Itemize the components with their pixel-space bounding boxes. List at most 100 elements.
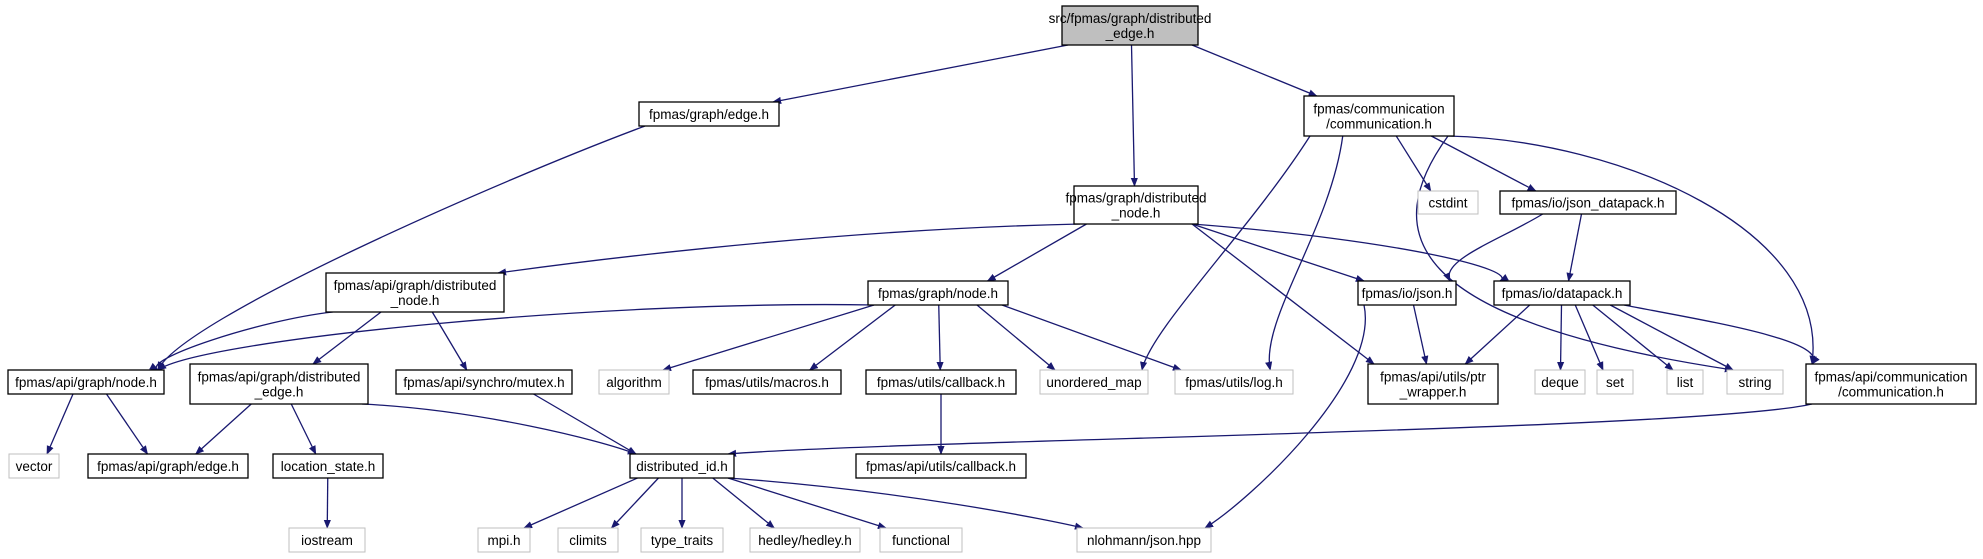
- node-cstdint: cstdint: [1417, 190, 1479, 215]
- node-utils_log: fpmas/utils/log.h: [1174, 369, 1294, 395]
- node-climits: climits: [557, 527, 619, 553]
- node-box: [288, 527, 366, 553]
- node-label: fpmas/api/utils/callback.h: [866, 459, 1016, 474]
- edge-graph_node-to-macros: [809, 304, 896, 371]
- node-box: [638, 101, 780, 127]
- node-comm[interactable]: fpmas/communication/communication.h: [1303, 95, 1455, 137]
- node-box: [8, 453, 60, 479]
- node-functional: functional: [879, 527, 963, 553]
- node-api_edge[interactable]: fpmas/api/graph/edge.h: [87, 453, 249, 479]
- edge-graph_node-to-utils_callback: [936, 304, 944, 371]
- node-box: [1493, 280, 1631, 306]
- node-api_comm[interactable]: fpmas/api/communication/communication.h: [1805, 363, 1977, 405]
- edge-io_datapack-to-deque: [1557, 304, 1565, 371]
- edge-json_datapack-to-io_datapack: [1566, 213, 1583, 282]
- node-graph_node[interactable]: fpmas/graph/node.h: [867, 280, 1009, 306]
- edge-api_dist_edge-to-distributed_id: [361, 403, 637, 455]
- node-api_callback[interactable]: fpmas/api/utils/callback.h: [855, 453, 1027, 479]
- edge-comm-to-json_datapack: [1430, 135, 1537, 192]
- edge-graph_node-to-api_node: [157, 303, 875, 371]
- node-box: [640, 527, 724, 553]
- node-io_datapack[interactable]: fpmas/io/datapack.h: [1493, 280, 1631, 306]
- edge-dist_node-to-graph_node: [986, 223, 1087, 282]
- edge-distributed_id-to-hedley: [712, 477, 775, 529]
- node-box: [1039, 369, 1149, 395]
- node-label: functional: [892, 533, 950, 548]
- node-label: fpmas/graph/node.h: [878, 286, 998, 301]
- node-utils_callback[interactable]: fpmas/utils/callback.h: [865, 369, 1017, 395]
- node-label: src/fpmas/graph/distributed: [1049, 11, 1212, 26]
- node-label: list: [1677, 375, 1694, 390]
- node-distributed_id[interactable]: distributed_id.h: [629, 453, 735, 479]
- edge-graph_node-to-unordered_map: [976, 304, 1056, 371]
- node-label: climits: [569, 533, 607, 548]
- node-box: [1499, 190, 1677, 215]
- edge-graph_node-to-algorithm: [662, 304, 875, 372]
- node-box: [325, 272, 505, 313]
- node-mutex[interactable]: fpmas/api/synchro/mutex.h: [395, 369, 573, 395]
- node-label: fpmas/api/graph/node.h: [15, 375, 157, 390]
- edge-api_dist_node-to-api_node: [149, 311, 333, 371]
- edge-io_datapack-to-set: [1574, 304, 1604, 371]
- edge-distributed_id-to-nlohmann: [727, 477, 1084, 530]
- edge-distributed_id-to-mpi: [523, 477, 638, 529]
- node-label: fpmas/graph/edge.h: [649, 107, 769, 122]
- node-box: [7, 369, 165, 395]
- edge-dist_node-to-io_datapack: [1191, 223, 1509, 282]
- node-list: list: [1666, 369, 1704, 395]
- node-box: [1805, 363, 1977, 405]
- node-box: [1076, 527, 1212, 553]
- node-json_datapack[interactable]: fpmas/io/json_datapack.h: [1499, 190, 1677, 215]
- node-box: [867, 280, 1009, 306]
- node-label: iostream: [301, 533, 353, 548]
- node-box: [629, 453, 735, 479]
- edge-api_dist_node-to-api_dist_edge: [312, 311, 382, 365]
- node-label: nlohmann/json.hpp: [1087, 533, 1201, 548]
- node-box: [1534, 369, 1586, 395]
- node-label: fpmas/api/utils/ptr: [1380, 370, 1486, 385]
- edge-dist_node-to-io_json: [1191, 223, 1365, 282]
- edge-io_json-to-ptr_wrapper: [1412, 304, 1429, 365]
- node-type_traits: type_traits: [640, 527, 724, 553]
- node-ptr_wrapper[interactable]: fpmas/api/utils/ptr_wrapper.h: [1367, 363, 1499, 405]
- node-label: _edge.h: [1105, 26, 1155, 41]
- node-label: _node.h: [1111, 206, 1161, 221]
- node-graph_edge[interactable]: fpmas/graph/edge.h: [638, 101, 780, 127]
- node-box: [1417, 190, 1479, 215]
- node-dist_node[interactable]: fpmas/graph/distributed_node.h: [1065, 185, 1207, 225]
- node-box: [87, 453, 249, 479]
- node-api_dist_edge[interactable]: fpmas/api/graph/distributed_edge.h: [189, 363, 369, 405]
- edge-distributed_id-to-climits: [610, 477, 659, 529]
- node-label: /communication.h: [1838, 385, 1944, 400]
- edge-io_datapack-to-string: [1609, 304, 1734, 371]
- node-label: fpmas/utils/macros.h: [705, 375, 829, 390]
- node-box: [1174, 369, 1294, 395]
- node-label: hedley/hedley.h: [758, 533, 852, 548]
- node-box: [1303, 95, 1455, 137]
- node-root[interactable]: src/fpmas/graph/distributed_edge.h: [1049, 5, 1212, 46]
- node-label: fpmas/api/synchro/mutex.h: [403, 375, 564, 390]
- nodes-layer: src/fpmas/graph/distributed_edge.hfpmas/…: [7, 5, 1977, 553]
- node-box: [1073, 185, 1199, 225]
- node-api_dist_node[interactable]: fpmas/api/graph/distributed_node.h: [325, 272, 505, 313]
- node-io_json[interactable]: fpmas/io/json.h: [1357, 280, 1457, 306]
- node-box: [598, 369, 670, 395]
- node-api_node[interactable]: fpmas/api/graph/node.h: [7, 369, 165, 395]
- node-label: string: [1738, 375, 1771, 390]
- node-label: _edge.h: [254, 385, 304, 400]
- node-macros[interactable]: fpmas/utils/macros.h: [692, 369, 842, 395]
- node-box: [1666, 369, 1704, 395]
- node-label: _wrapper.h: [1399, 385, 1467, 400]
- node-set: set: [1596, 369, 1634, 395]
- node-location_state[interactable]: location_state.h: [272, 453, 384, 479]
- node-unordered_map: unordered_map: [1039, 369, 1149, 395]
- edge-location_state-to-iostream: [323, 477, 331, 529]
- edge-graph_node-to-utils_log: [1001, 304, 1182, 371]
- edge-io_datapack-to-ptr_wrapper: [1464, 304, 1531, 365]
- node-label: distributed_id.h: [636, 459, 728, 474]
- edge-comm-to-unordered_map: [1140, 135, 1311, 371]
- edge-root-to-graph_edge: [772, 44, 1069, 104]
- node-vector: vector: [8, 453, 60, 479]
- node-label: location_state.h: [281, 459, 376, 474]
